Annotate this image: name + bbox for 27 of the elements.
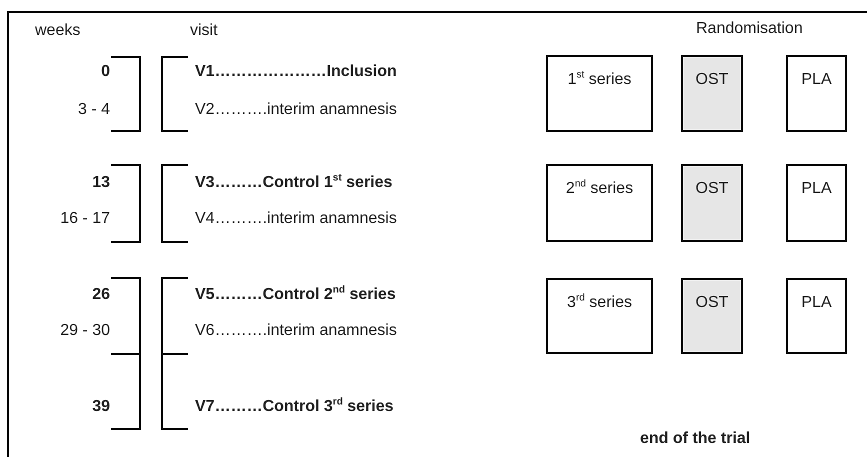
placebo-box: PLA [786,278,847,354]
week-number: 39 [92,398,110,416]
series-box: 3$^{rd}$ series [546,278,653,354]
series-box: 2$^{nd}$ series [546,164,653,242]
visit-entry: V2……….interim anamnesis [195,101,397,119]
column-heading: Randomisation [696,20,803,38]
column-heading: weeks [35,22,80,40]
treatment-box: OST [681,278,743,354]
series-box: 1$^{st}$ series [546,55,653,132]
week-range: 16 - 17 [60,210,110,228]
treatment-box: OST [681,55,743,132]
footer-note: end of the trial [640,430,750,448]
visit-entry: V1…………………Inclusion [195,63,397,81]
placebo-box: PLA [786,164,847,242]
visit-entry: V4……….interim anamnesis [195,210,397,228]
week-range: 29 - 30 [60,322,110,340]
visit-entry: V3………Control 1$^{st}$ series [195,174,392,192]
week-number: 0 [101,63,110,81]
treatment-box: OST [681,164,743,242]
week-number: 26 [92,286,110,304]
visit-entry: V6……….interim anamnesis [195,322,397,340]
week-number: 13 [92,174,110,192]
column-heading: visit [190,22,218,40]
visit-entry: V7………Control 3$^{rd}$ series [195,398,394,416]
placebo-box: PLA [786,55,847,132]
visit-entry: V5………Control 2$^{nd}$ series [195,286,396,304]
week-range: 3 - 4 [78,101,110,119]
